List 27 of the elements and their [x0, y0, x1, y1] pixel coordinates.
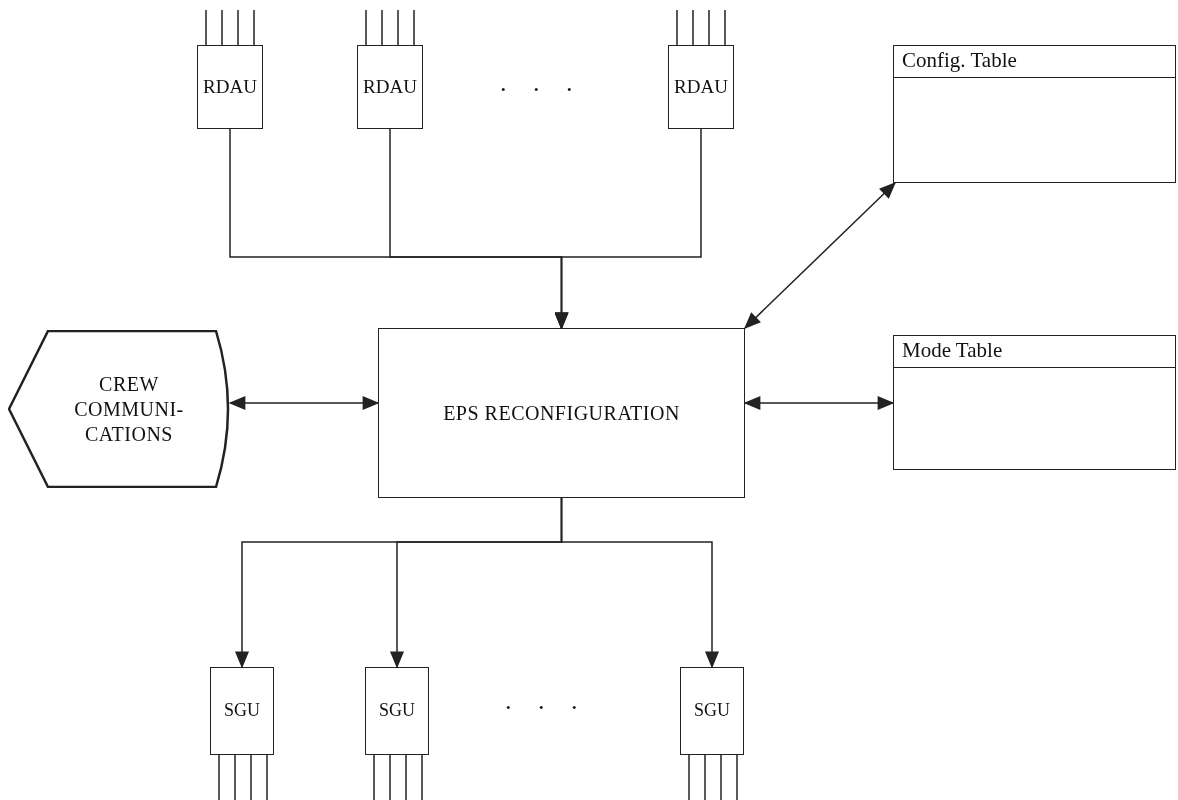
process-box — [197, 45, 263, 129]
node-text: SGU — [224, 700, 260, 722]
table-header: Mode Table — [894, 336, 1175, 368]
node-text: CREW COMMUNI- CATIONS — [73, 371, 185, 447]
node-text: SGU — [379, 700, 415, 722]
arrow — [744, 182, 896, 329]
process-box — [680, 667, 744, 755]
ellipsis: . . . — [505, 686, 588, 716]
node-text: RDAU — [203, 75, 257, 99]
node-text: RDAU — [363, 75, 417, 99]
arrow — [560, 497, 719, 669]
process-box — [668, 45, 734, 129]
arrow — [743, 396, 895, 410]
table-box — [893, 335, 1176, 470]
process-box — [210, 667, 274, 755]
display-shape — [8, 330, 230, 488]
node-text: SGU — [694, 700, 730, 722]
arrow — [554, 128, 702, 330]
table-box — [893, 45, 1176, 183]
ellipsis: . . . — [500, 68, 583, 98]
node-text: RDAU — [674, 75, 728, 99]
process-box — [378, 328, 745, 498]
process-box — [365, 667, 429, 755]
process-box — [357, 45, 423, 129]
node-text: EPS RECONFIGURATION — [442, 400, 681, 426]
arrow — [228, 396, 380, 410]
table-header: Config. Table — [894, 46, 1175, 78]
